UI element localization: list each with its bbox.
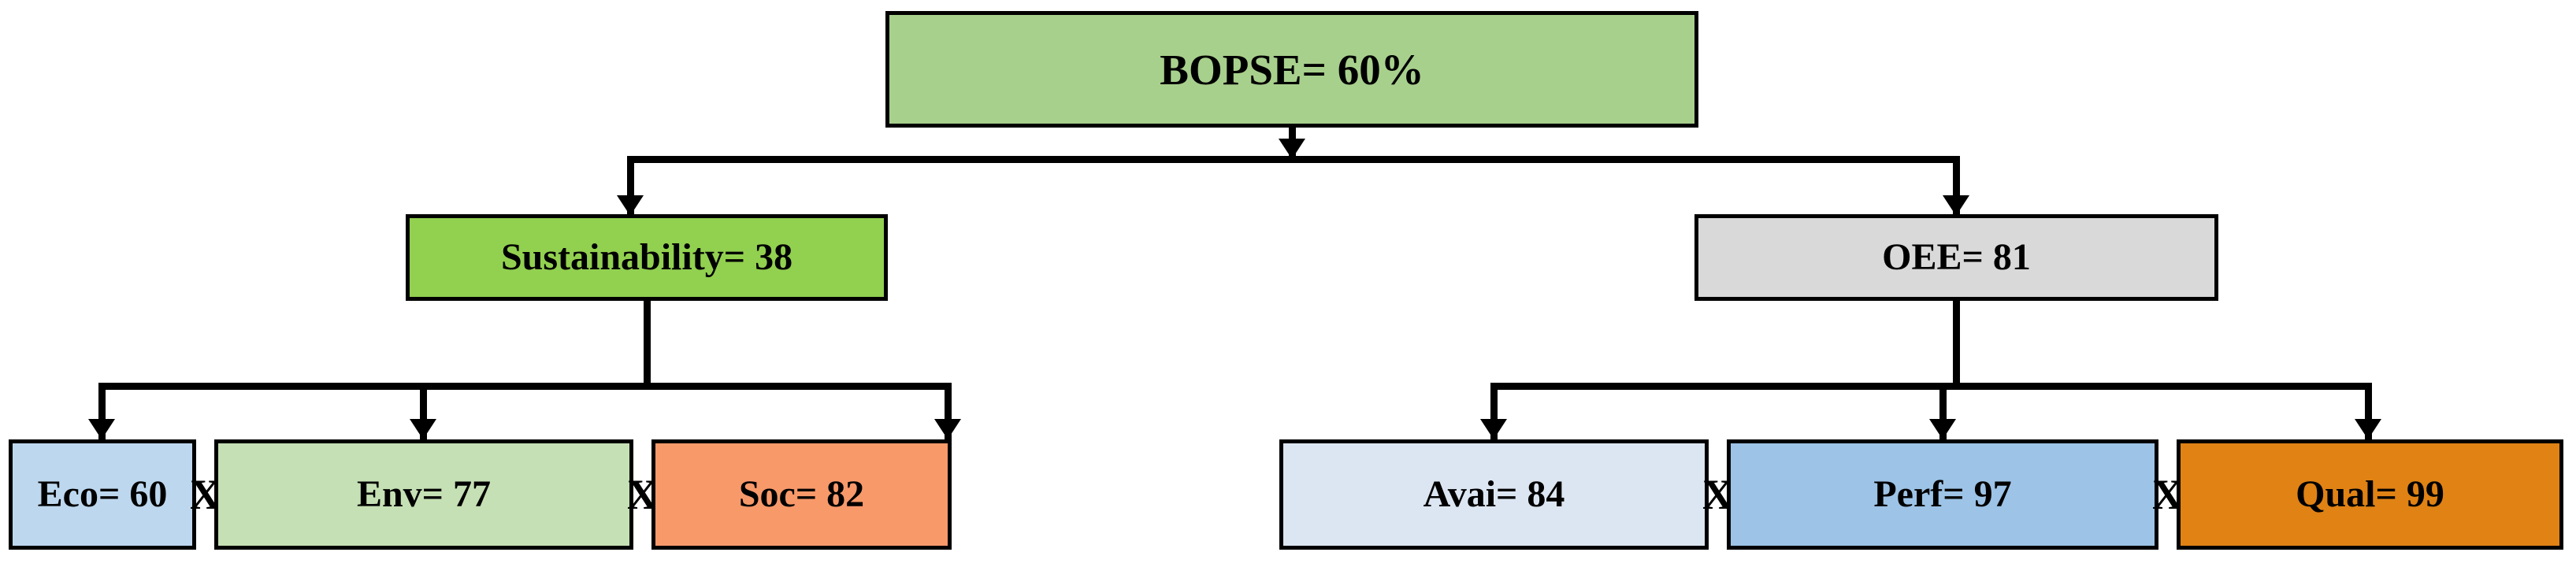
connector-to-soc: [945, 383, 952, 454]
arrowhead-to-eco: [88, 419, 115, 439]
node-oee-label: OEE= 81: [1882, 236, 2031, 278]
connector-bar-oee: [1490, 383, 2372, 390]
node-env-label: Env= 77: [356, 473, 492, 515]
connector-to-avai: [1490, 383, 1498, 454]
multiply-separator-1: X: [190, 471, 221, 518]
node-eco-label: Eco= 60: [37, 473, 168, 515]
connector-bar-level1: [627, 156, 1960, 163]
connector-to-qual: [2365, 383, 2372, 454]
node-bopse-label: BOPSE= 60%: [1160, 45, 1424, 94]
node-sustainability: Sustainability= 38: [406, 214, 888, 301]
node-perf-label: Perf= 97: [1873, 473, 2012, 515]
arrowhead-to-env: [410, 419, 436, 439]
arrowhead-to-perf: [1929, 419, 1956, 439]
arrowhead-to-avai: [1480, 419, 1507, 439]
node-avai: Avai= 84: [1279, 439, 1709, 550]
connector-to-eco: [98, 383, 106, 454]
connector-to-perf: [1939, 383, 1947, 454]
node-env: Env= 77: [214, 439, 633, 550]
node-sustainability-label: Sustainability= 38: [500, 236, 793, 278]
node-soc: Soc= 82: [651, 439, 952, 550]
node-qual-label: Qual= 99: [2296, 473, 2444, 515]
connector-oee-down: [1953, 301, 1960, 389]
node-eco: Eco= 60: [9, 439, 196, 550]
multiply-separator-4: X: [2152, 471, 2183, 518]
arrowhead-to-oee: [1943, 195, 1969, 216]
multiply-separator-2: X: [627, 471, 658, 518]
arrowhead-root-down: [1279, 139, 1305, 159]
arrowhead-to-qual: [2355, 419, 2381, 439]
node-bopse: BOPSE= 60%: [885, 11, 1698, 128]
arrowhead-to-soc: [934, 419, 961, 439]
connector-bar-sustainability: [98, 383, 952, 390]
node-oee: OEE= 81: [1694, 214, 2218, 301]
node-soc-label: Soc= 82: [738, 473, 865, 515]
arrowhead-to-sustainability: [617, 195, 644, 216]
connector-sustainability-down: [644, 301, 651, 389]
node-avai-label: Avai= 84: [1423, 473, 1565, 515]
connector-to-env: [420, 383, 427, 454]
node-qual: Qual= 99: [2177, 439, 2563, 550]
multiply-separator-3: X: [1702, 471, 1733, 518]
node-perf: Perf= 97: [1727, 439, 2158, 550]
